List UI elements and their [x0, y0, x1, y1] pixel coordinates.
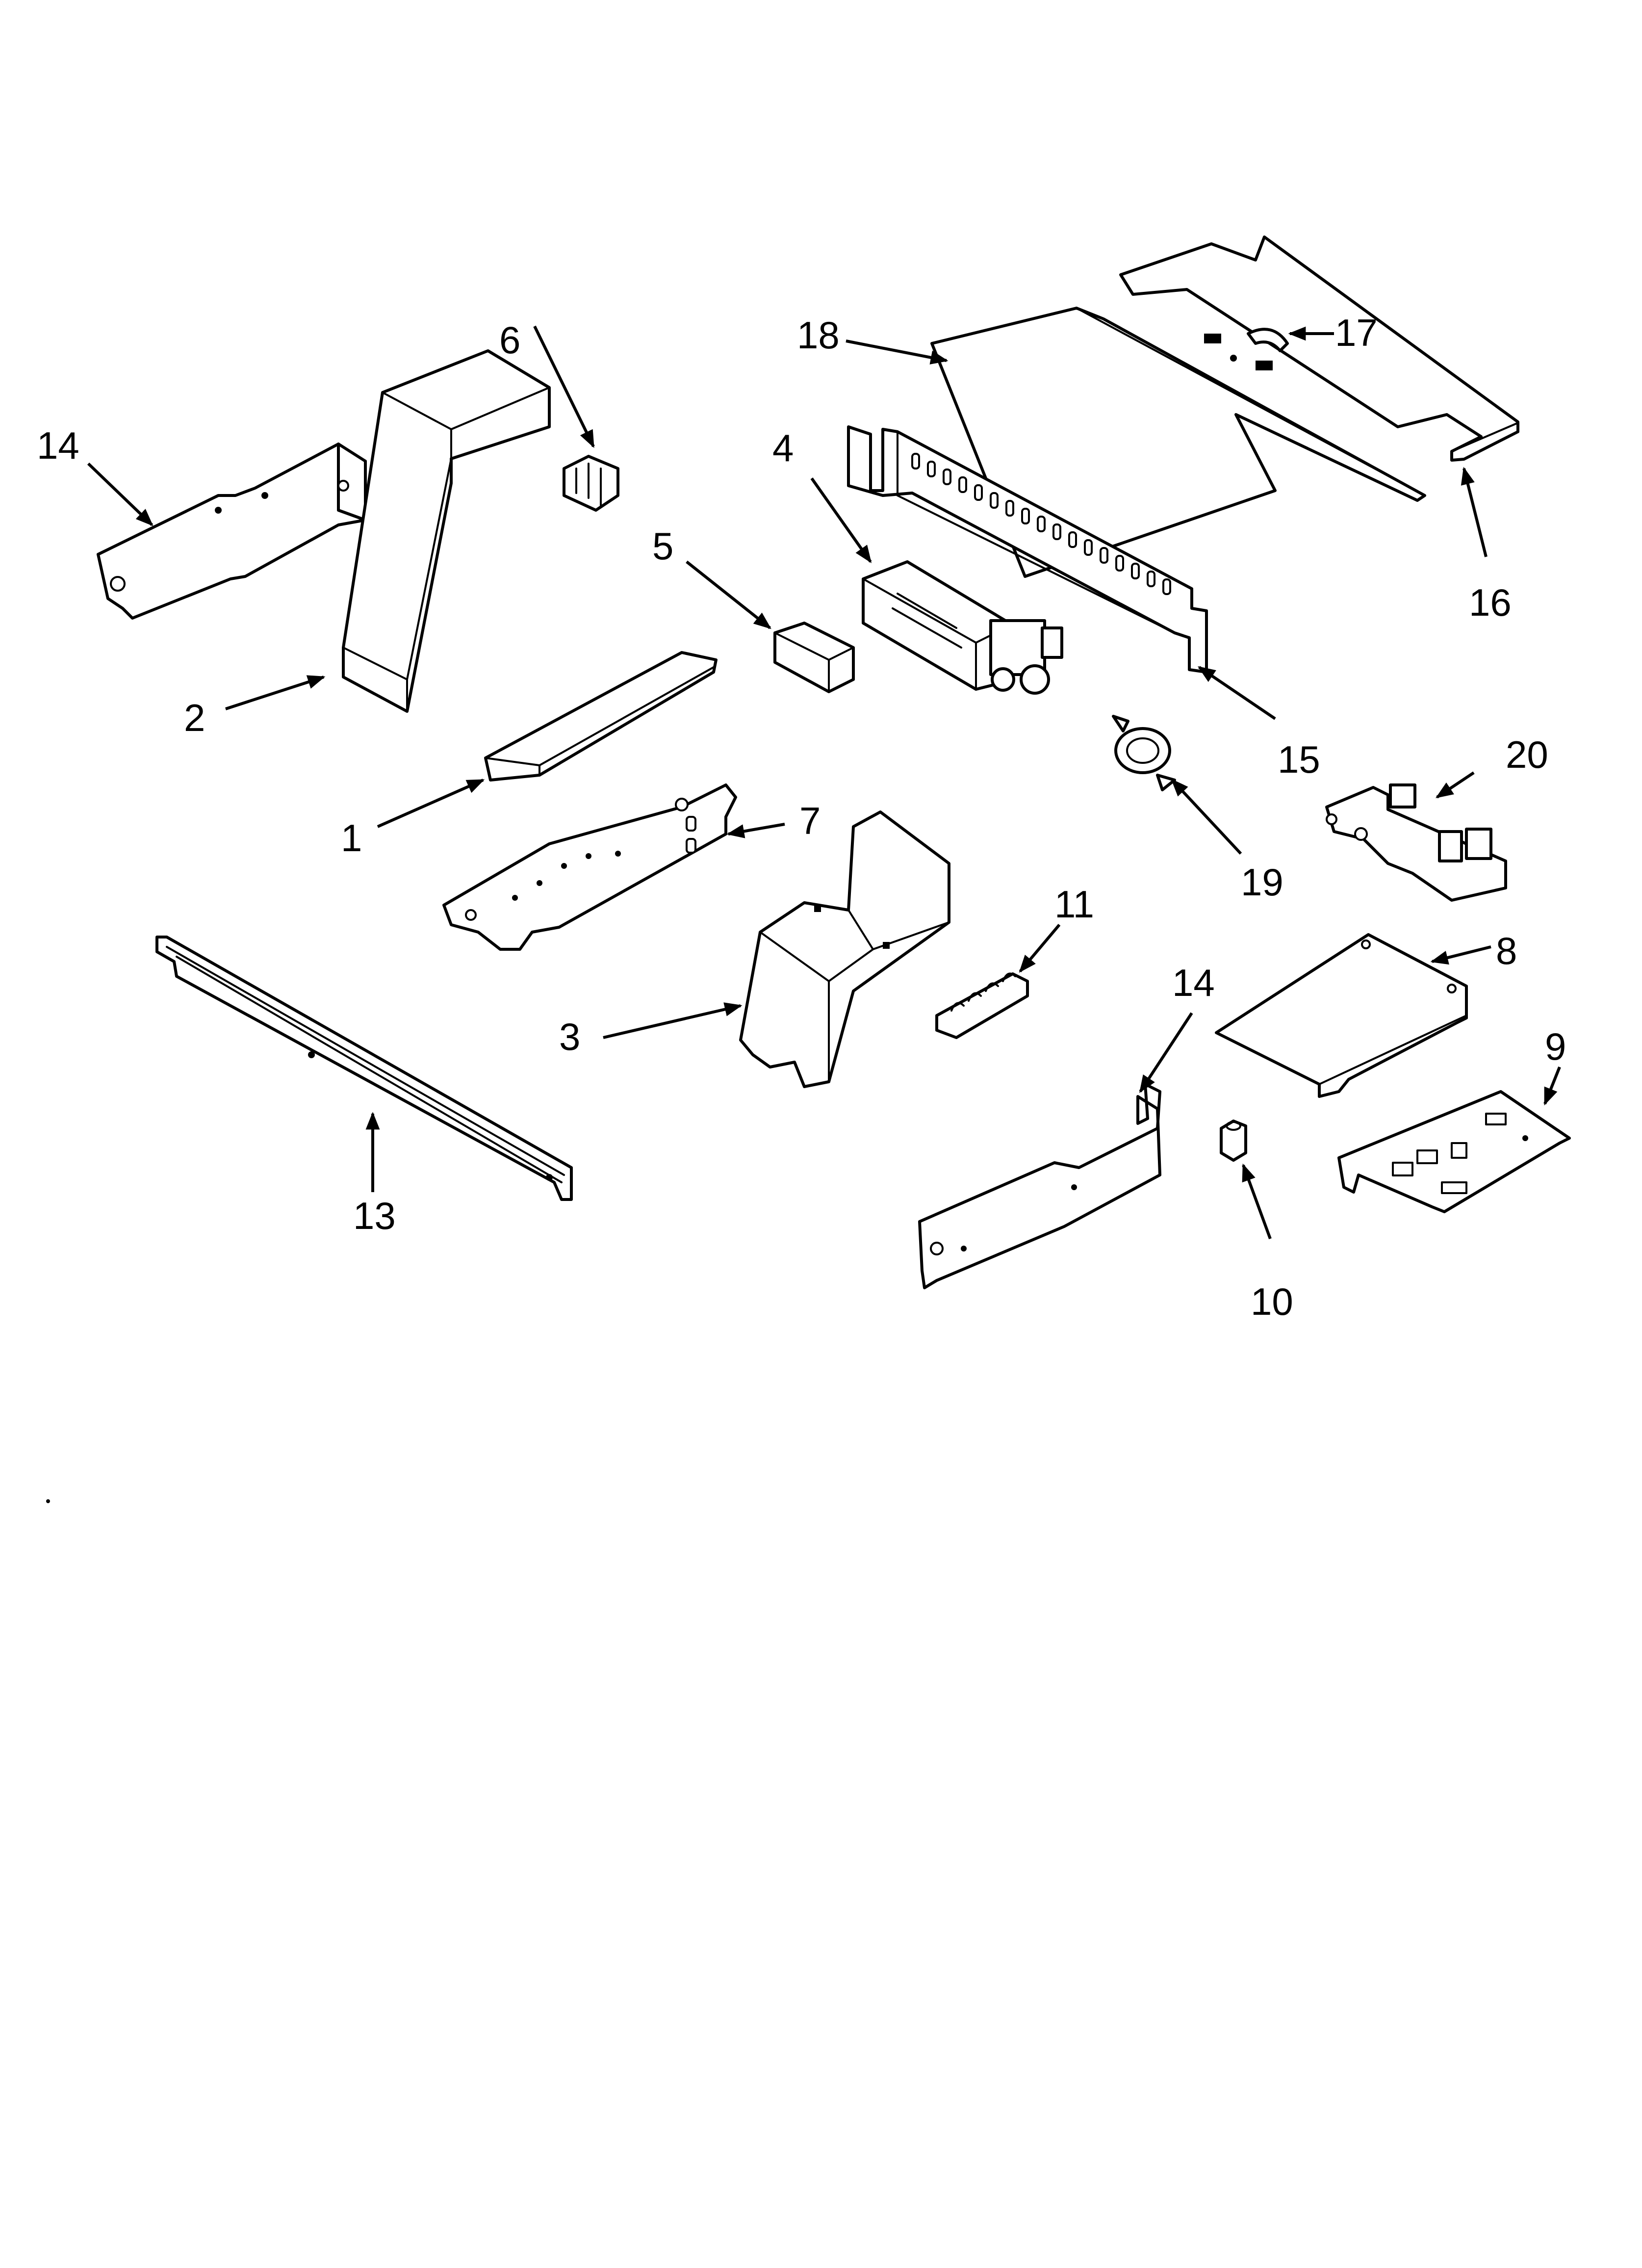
part-11-terminal-strip[interactable] [935, 972, 1029, 1039]
callout-14-lower[interactable]: 14 [1172, 961, 1215, 1004]
leader-lines [87, 325, 1561, 1240]
callout-19[interactable]: 19 [1241, 860, 1283, 904]
part-5-insulation-block[interactable] [773, 622, 855, 693]
callout-11[interactable]: 11 [1054, 883, 1094, 926]
part-19-thermostat[interactable] [1112, 715, 1176, 791]
callout-15[interactable]: 15 [1278, 738, 1320, 781]
callout-2[interactable]: 2 [184, 696, 205, 739]
part-9-control-board[interactable] [1337, 1090, 1571, 1213]
callout-10[interactable]: 10 [1251, 1280, 1293, 1323]
callout-20[interactable]: 20 [1506, 733, 1548, 776]
part-10-standoff[interactable] [1220, 1120, 1247, 1162]
stray-mark [46, 1499, 50, 1503]
part-1-channel[interactable] [484, 651, 718, 782]
callout-6[interactable]: 6 [499, 318, 520, 362]
callout-labels: 6 14 5 4 18 17 16 15 20 19 2 1 7 3 11 13… [37, 311, 1566, 1323]
callout-17[interactable]: 17 [1335, 311, 1378, 354]
part-20-terminal-block[interactable] [1325, 783, 1507, 902]
part-14-side-rail-right[interactable] [918, 1083, 1161, 1289]
part-6-transformer[interactable] [563, 455, 619, 512]
callout-1[interactable]: 1 [341, 816, 362, 860]
part-2-duct[interactable] [342, 349, 551, 713]
part-4-latch-assembly[interactable] [862, 560, 1063, 695]
callout-13[interactable]: 13 [353, 1194, 396, 1237]
part-8-cover-plate[interactable] [1215, 933, 1468, 1098]
callout-4[interactable]: 4 [772, 426, 794, 469]
callout-8[interactable]: 8 [1496, 929, 1517, 972]
callout-5[interactable]: 5 [652, 524, 673, 568]
callout-18[interactable]: 18 [797, 313, 840, 357]
callout-7[interactable]: 7 [799, 799, 821, 842]
callout-16[interactable]: 16 [1469, 581, 1512, 624]
callout-9[interactable]: 9 [1545, 1025, 1566, 1068]
part-7-mounting-plate[interactable] [442, 783, 737, 951]
callout-14-upper[interactable]: 14 [37, 424, 79, 467]
part-15-vented-bracket[interactable] [847, 425, 1208, 674]
part-13-long-rail[interactable] [155, 936, 573, 1201]
vent-slots [911, 453, 1171, 595]
callout-3[interactable]: 3 [559, 1015, 580, 1058]
part-3-shield[interactable] [739, 810, 950, 1088]
part-17-clip[interactable] [1247, 328, 1289, 352]
part-14-side-rail-left[interactable] [97, 443, 367, 620]
